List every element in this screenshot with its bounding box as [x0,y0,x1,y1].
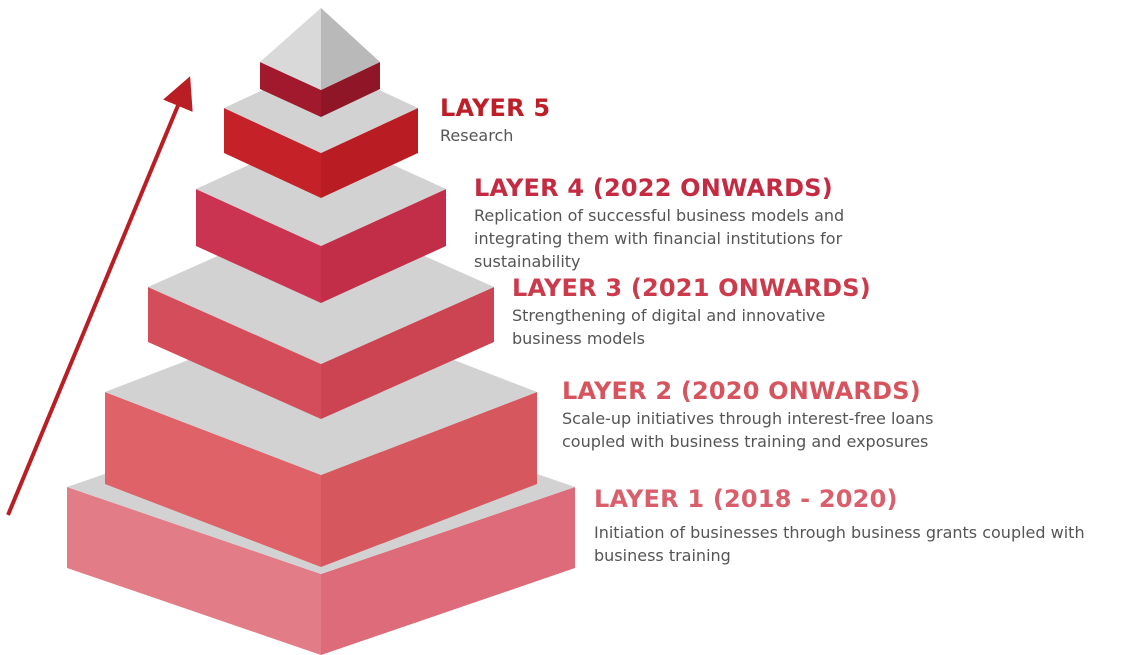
cap-band-right-face [321,62,380,117]
layer-4-label: LAYER 4 (2022 ONWARDS) Replication of su… [474,174,914,273]
layer-1-label: LAYER 1 (2018 - 2020) Initiation of busi… [594,485,1139,567]
layer-5-description: Research [440,126,514,145]
layer-1-right-face [321,487,575,655]
layer-1-left-face [67,487,321,655]
layer-1-description: Initiation of businesses through busines… [594,523,1085,565]
pyramid-cap-band [260,62,380,117]
layer-5-label: LAYER 5 Research [440,94,740,147]
layer-2-label: LAYER 2 (2020 ONWARDS) Scale-up initiati… [562,377,1012,453]
growth-arrow [6,76,193,516]
layer-2-title: LAYER 2 (2020 ONWARDS) [562,377,921,405]
layer-4-left-face [196,189,321,303]
layer-3-left-face [148,287,321,419]
layer-3-description: Strengthening of digital and innovative … [512,306,826,348]
cap-left-face [260,8,321,90]
layer-3-label: LAYER 3 (2021 ONWARDS) Strengthening of … [512,274,952,350]
layer-4-title: LAYER 4 (2022 ONWARDS) [474,174,833,202]
layer-3-title: LAYER 3 (2021 ONWARDS) [512,274,871,302]
cap-right-face [321,8,380,90]
cap-band-left-face [260,62,321,117]
layer-5-title: LAYER 5 [440,94,551,122]
layer-5-right-face [321,108,418,198]
pyramid-cap [260,8,380,90]
layer-1-title: LAYER 1 (2018 - 2020) [594,485,898,513]
layer-2-left-face [105,392,321,567]
layer-4-right-face [321,189,446,303]
layer-2-right-face [321,392,537,567]
layer-2-description: Scale-up initiatives through interest-fr… [562,409,934,451]
layer-4-description: Replication of successful business model… [474,206,845,271]
layer-5-left-face [224,108,321,198]
layer-3-right-face [321,287,494,419]
